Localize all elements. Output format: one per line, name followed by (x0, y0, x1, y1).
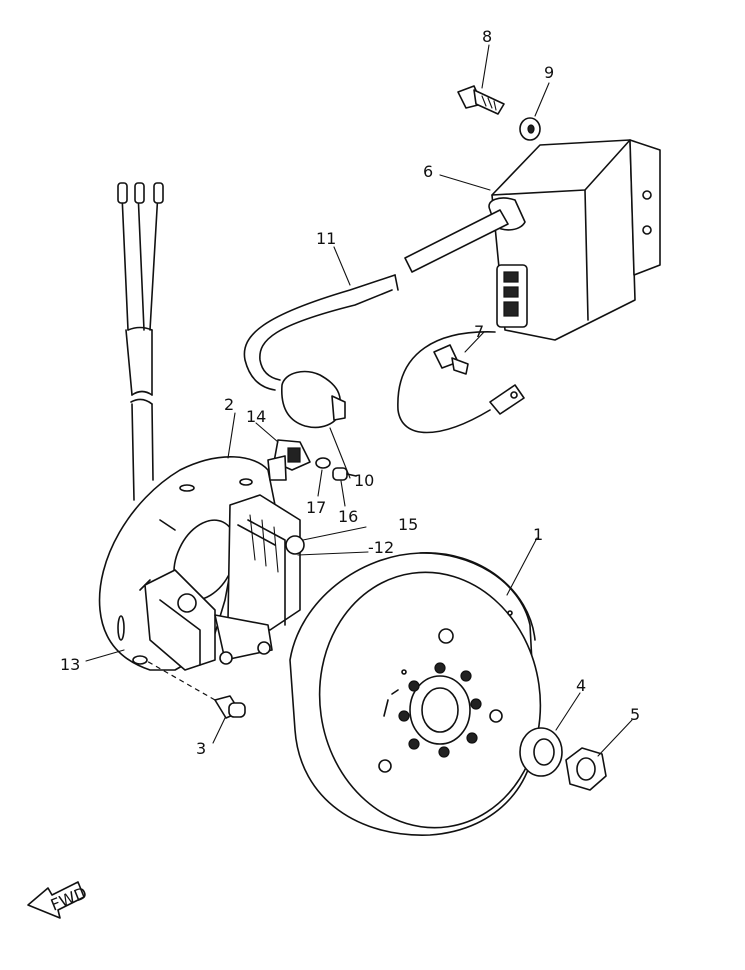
fwd-label: FWD (48, 883, 90, 915)
callout-4: 4 (576, 676, 586, 695)
callout-8: 8 (482, 27, 492, 46)
callout-3: 3 (196, 739, 206, 758)
callout-17: 17 (306, 498, 326, 517)
fwd-arrow: FWD (27, 881, 90, 919)
callout-16: 16 (338, 507, 358, 526)
callout-7: 7 (474, 322, 484, 341)
screw-7 (433, 344, 469, 375)
callout-2: 2 (224, 395, 234, 414)
callout-5: 5 (630, 705, 640, 724)
wire-harness (117, 182, 164, 501)
callout-9: 9 (544, 63, 554, 82)
callout-10: 10 (354, 471, 374, 490)
flywheel-bolt-circle (398, 662, 482, 758)
callout-1: 1 (533, 525, 543, 544)
washer-4 (519, 727, 563, 777)
ignition-coil (488, 139, 661, 341)
callout-12: -12 (368, 538, 394, 557)
callout-14: 14 (246, 407, 266, 426)
ground-lead (397, 331, 525, 434)
nut-5 (565, 747, 607, 791)
callout-15: 15 (398, 515, 418, 534)
high-tension-lead (243, 209, 509, 391)
callout-11: 11 (316, 229, 336, 248)
leader-lines (85, 44, 633, 757)
callout-numbers: 8 9 6 11 7 2 14 10 17 16 15 -12 1 13 4 5… (60, 27, 640, 758)
washer-9 (519, 117, 541, 141)
contact-breaker-14 (267, 439, 357, 481)
callout-6: 6 (423, 162, 433, 181)
screw-3 (144, 659, 246, 719)
bolt-8 (457, 85, 505, 115)
plug-cap (281, 370, 346, 429)
callout-13: 13 (60, 655, 80, 674)
stator-plate (98, 456, 305, 671)
flywheel-rotor (289, 552, 542, 836)
